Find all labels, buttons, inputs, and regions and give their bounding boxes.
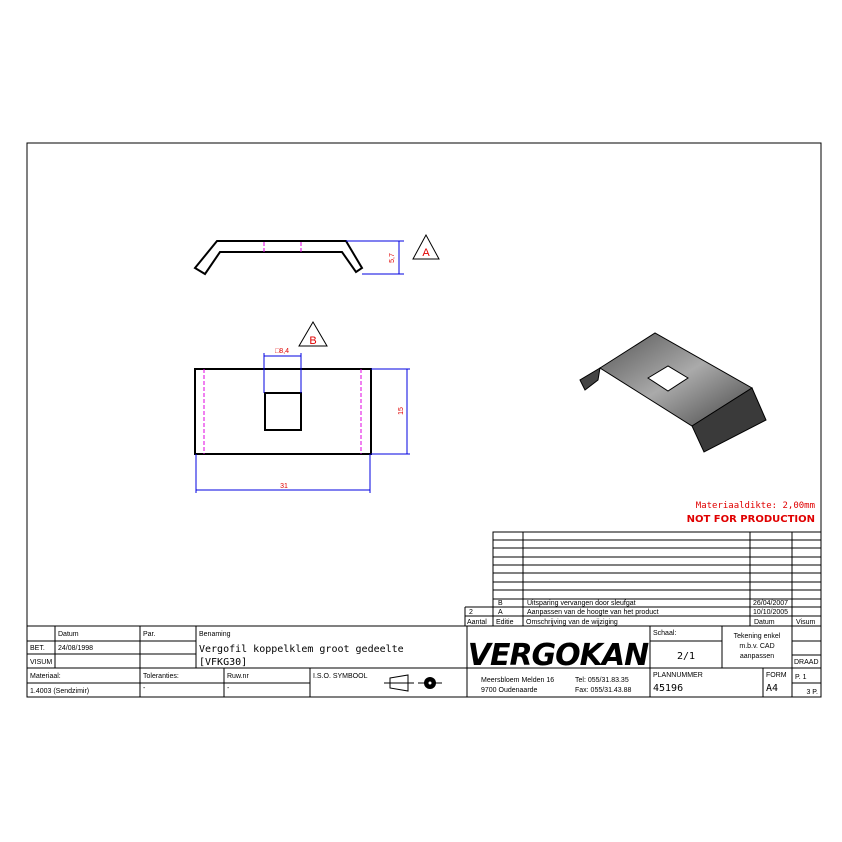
dim-height: 5,7 bbox=[389, 253, 396, 263]
header-editie: Editie bbox=[496, 619, 514, 626]
revision-table: B Uitsparing vervangen door sleufgat 26/… bbox=[464, 531, 822, 627]
ruwheid-label: Ruw.nr bbox=[227, 673, 249, 680]
view-label-b: B bbox=[309, 335, 316, 347]
dim-width: 31 bbox=[280, 483, 288, 490]
form-label: FORM bbox=[766, 672, 787, 679]
schaal-value: 2/1 bbox=[677, 651, 695, 662]
header-omschrijving: Omschrijving van de wijziging bbox=[526, 619, 618, 626]
schaal-label: Schaal: bbox=[653, 630, 676, 637]
revision-date: 10/10/2005 bbox=[753, 609, 788, 616]
view-marker-a bbox=[412, 233, 440, 260]
materiaal-value: 1.4003 (Sendzimir) bbox=[30, 688, 89, 695]
toleranties-label: Toleranties: bbox=[143, 673, 179, 680]
title-block-left: Datum Par. Benaming BET. 24/08/1998 VISU… bbox=[26, 625, 468, 698]
par-label: Par. bbox=[143, 631, 156, 638]
not-for-production-warning: NOT FOR PRODUCTION bbox=[687, 514, 815, 525]
company-address-street: Meersbloem Melden 16 bbox=[481, 677, 554, 684]
plannummer-value: 45196 bbox=[653, 683, 683, 694]
material-thickness-note: Materiaaldikte: 2,00mm bbox=[696, 501, 815, 511]
side-view: 5,7 A bbox=[193, 233, 440, 276]
revision-editie: B bbox=[498, 600, 503, 607]
toleranties-value: - bbox=[143, 685, 146, 692]
header-visum: Visum bbox=[796, 619, 815, 626]
datum-label: Datum bbox=[58, 631, 79, 638]
header-aantal: Aantal bbox=[467, 619, 487, 626]
cad-note-line3: aanpassen bbox=[740, 653, 774, 660]
projection-symbol-icon bbox=[384, 674, 442, 692]
top-view: □8,4 15 31 B bbox=[194, 321, 410, 493]
draad-label: DRAAD bbox=[794, 659, 819, 666]
drawing-code: [VFKG30] bbox=[199, 657, 247, 668]
page-count: 3 P. bbox=[806, 689, 818, 696]
materiaal-label: Materiaal: bbox=[30, 673, 61, 680]
dim-square: □8,4 bbox=[275, 348, 289, 355]
company-phone: Tel: 055/31.83.35 bbox=[575, 677, 629, 684]
company-address-city: 9700 Oudenaarde bbox=[481, 687, 538, 694]
revision-aantal: 2 bbox=[469, 609, 473, 616]
bet-date: 24/08/1998 bbox=[58, 645, 93, 652]
cad-note-line1: Tekening enkel bbox=[734, 633, 781, 640]
revision-description: Uitsparing vervangen door sleufgat bbox=[527, 600, 636, 607]
plannummer-label: PLANNUMMER bbox=[653, 672, 703, 679]
header-datum: Datum bbox=[754, 619, 775, 626]
drawing-title: Vergofil koppelklem groot gedeelte bbox=[199, 644, 404, 655]
isometric-view bbox=[579, 332, 767, 453]
revision-date: 26/04/2007 bbox=[753, 600, 788, 607]
dim-depth: 15 bbox=[398, 407, 405, 415]
revision-description: Aanpassen van de hoogte van het product bbox=[527, 609, 659, 616]
bet-label: BET. bbox=[30, 645, 45, 652]
ruwheid-value: - bbox=[227, 685, 230, 692]
page-number: P. 1 bbox=[795, 674, 807, 681]
benaming-label: Benaming bbox=[199, 631, 231, 638]
view-marker-b bbox=[298, 321, 328, 347]
square-hole bbox=[264, 392, 302, 431]
title-block-right: VERGOKAN Meersbloem Melden 16 9700 Ouden… bbox=[466, 625, 822, 698]
company-fax: Fax: 055/31.43.88 bbox=[575, 687, 632, 694]
company-logo: VERGOKAN bbox=[468, 638, 649, 673]
cad-note-line2: m.b.v. CAD bbox=[739, 643, 774, 650]
revision-editie: A bbox=[498, 609, 503, 616]
visum-label: VISUM bbox=[30, 659, 52, 666]
form-value: A4 bbox=[766, 683, 778, 694]
view-label-a: A bbox=[422, 247, 430, 259]
iso-symbol-label: I.S.O. SYMBOOL bbox=[313, 673, 368, 680]
